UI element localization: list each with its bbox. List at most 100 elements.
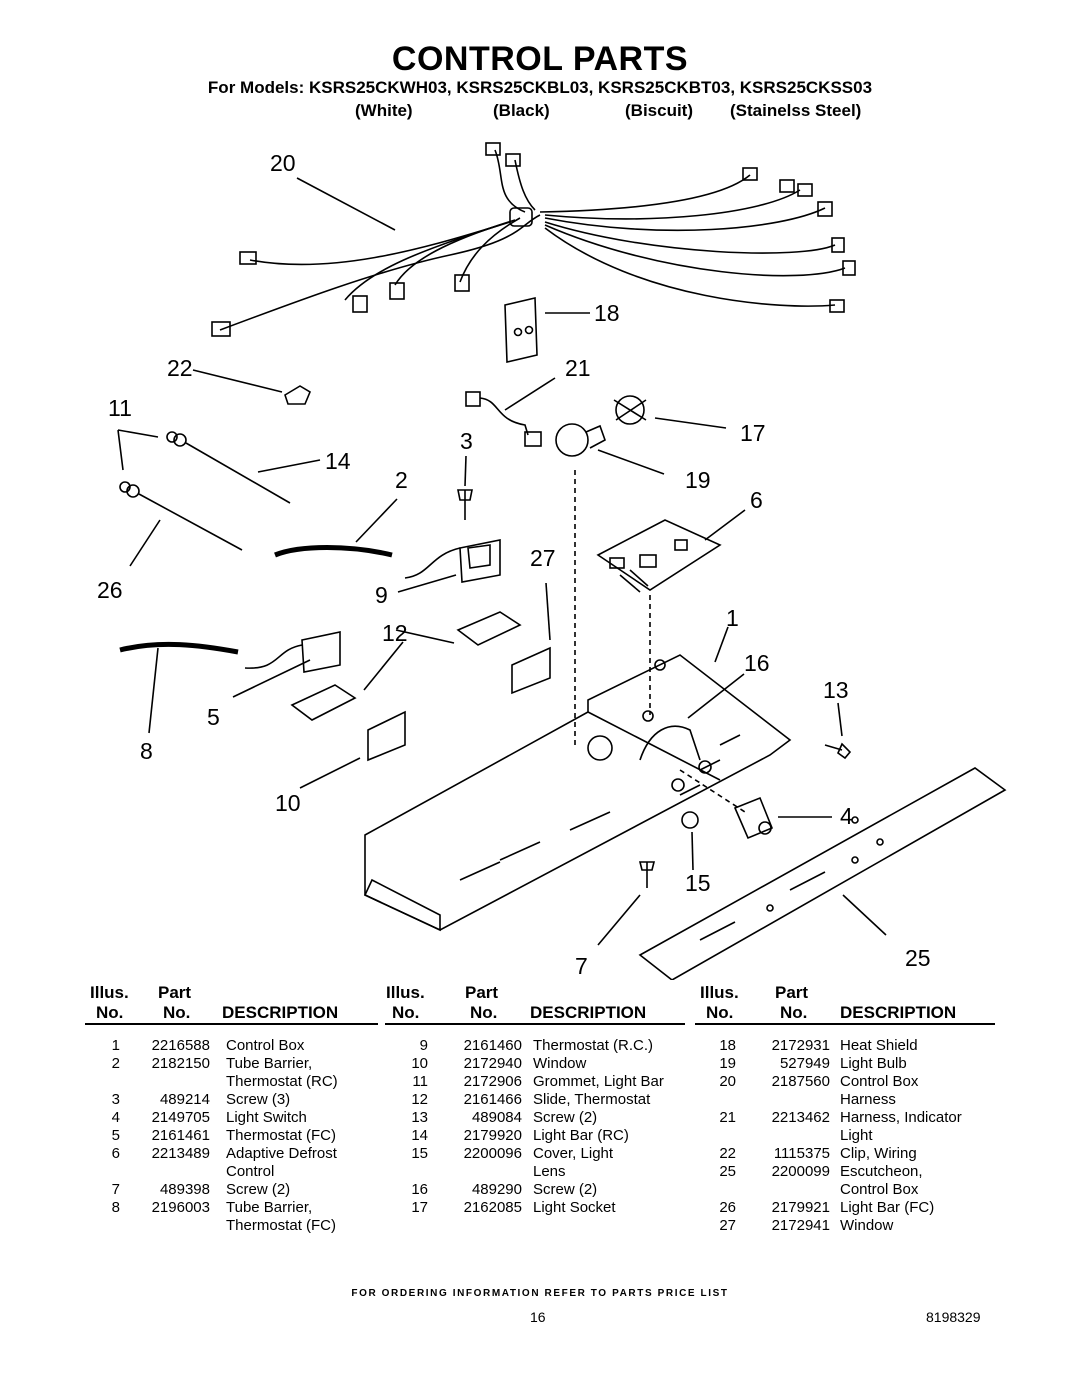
illus-number: 8 <box>111 1199 120 1216</box>
ordering-note: FOR ORDERING INFORMATION REFER TO PARTS … <box>351 1288 729 1299</box>
light-bulb <box>555 423 606 457</box>
callout-19: 19 <box>685 467 711 493</box>
light-socket <box>613 395 647 425</box>
part-number: 2172931 <box>771 1037 830 1054</box>
callout-13: 13 <box>823 677 849 703</box>
part-number: 2196003 <box>151 1199 210 1216</box>
callout-10: 10 <box>275 790 301 816</box>
tube-barrier-fc <box>119 641 239 655</box>
table-rule <box>385 1023 685 1025</box>
col-illus-no: No. <box>96 1003 124 1022</box>
part-number: 2213462 <box>771 1109 830 1126</box>
finish-stainless: (Stainelss Steel) <box>730 101 862 120</box>
control-box-harness <box>211 142 856 337</box>
finish-biscuit: (Biscuit) <box>625 101 693 120</box>
callout-17: 17 <box>740 420 766 446</box>
control-box <box>363 654 792 932</box>
col-part: Part <box>465 983 499 1002</box>
part-description: Light Bar (FC) <box>840 1199 935 1216</box>
thermostat-rc <box>404 539 501 583</box>
part-number: 489084 <box>471 1109 522 1126</box>
part-description: Light Socket <box>533 1199 616 1216</box>
light-lens-cover <box>681 811 699 829</box>
part-description: Thermostat (FC) <box>226 1127 337 1144</box>
part-description: Heat Shield <box>840 1037 918 1054</box>
part-number: 489290 <box>471 1181 522 1198</box>
callout-22: 22 <box>167 355 193 381</box>
col-part: Part <box>775 983 809 1002</box>
part-number: 527949 <box>779 1055 830 1072</box>
illus-number: 13 <box>411 1109 428 1126</box>
part-number: 489398 <box>159 1181 210 1198</box>
screw-13 <box>824 742 852 760</box>
part-number: 2200096 <box>463 1145 522 1162</box>
col-illus-no: No. <box>706 1003 734 1022</box>
part-description: Screw (3) <box>226 1091 291 1108</box>
thermostat-fc <box>244 631 341 673</box>
illus-number: 15 <box>411 1145 428 1162</box>
illus-number: 10 <box>411 1055 428 1072</box>
document-number: 8198329 <box>926 1309 981 1325</box>
callout-5: 5 <box>207 704 220 730</box>
col-part: Part <box>158 983 192 1002</box>
part-description: Grommet, Light Bar <box>533 1073 664 1090</box>
part-number: 2149705 <box>151 1109 210 1126</box>
part-description: Light Switch <box>226 1109 307 1126</box>
part-description: Window <box>840 1217 894 1234</box>
window-10 <box>367 710 406 762</box>
part-number: 2161461 <box>151 1127 210 1144</box>
illus-number: 9 <box>419 1037 428 1054</box>
illus-number: 3 <box>111 1091 120 1108</box>
adaptive-defrost-control <box>596 519 722 593</box>
callout-1: 1 <box>726 605 739 631</box>
callout-15: 15 <box>685 870 711 896</box>
callout-16: 16 <box>744 650 770 676</box>
part-description: Clip, Wiring <box>840 1145 917 1162</box>
part-number: 2182150 <box>151 1055 210 1072</box>
escutcheon-control-box <box>638 767 1007 980</box>
callout-7: 7 <box>575 953 588 979</box>
thermostat-slide-rc <box>456 611 522 646</box>
col-illus: Illus. <box>90 983 129 1002</box>
part-number: 2172941 <box>771 1217 830 1234</box>
light-bar-fc <box>119 481 243 551</box>
light-bar-rc <box>166 431 291 504</box>
callout-9: 9 <box>375 582 388 608</box>
illus-number: 27 <box>719 1217 736 1234</box>
part-description: Window <box>533 1055 587 1072</box>
illus-number: 17 <box>411 1199 428 1216</box>
callout-25: 25 <box>905 945 931 971</box>
part-description: Escutcheon, <box>840 1163 923 1180</box>
part-description: Tube Barrier, <box>226 1199 313 1216</box>
part-description: Screw (2) <box>533 1109 598 1126</box>
indicator-light-harness <box>465 391 542 447</box>
part-number: 1115375 <box>773 1145 830 1162</box>
illus-number: 1 <box>111 1037 120 1054</box>
col-description: DESCRIPTION <box>530 1003 647 1022</box>
callout-21: 21 <box>565 355 591 381</box>
heat-shield <box>504 296 538 364</box>
illus-number: 20 <box>719 1073 736 1090</box>
callout-18: 18 <box>594 300 620 326</box>
illus-number: 14 <box>411 1127 428 1144</box>
part-description: Screw (2) <box>533 1181 598 1198</box>
part-description: Adaptive Defrost <box>226 1145 337 1162</box>
part-number: 2172906 <box>463 1073 522 1090</box>
callout-6: 6 <box>750 487 763 513</box>
light-switch <box>733 796 774 840</box>
part-description: Harness <box>840 1091 896 1108</box>
illus-number: 12 <box>411 1091 428 1108</box>
page-title: CONTROL PARTS <box>391 40 689 78</box>
part-description: Control Box <box>840 1073 919 1090</box>
finish-black: (Black) <box>493 101 550 120</box>
part-description: Thermostat (R.C.) <box>533 1037 654 1054</box>
thermostat-slide-fc <box>290 684 357 721</box>
part-number: 2161460 <box>463 1037 522 1054</box>
part-number: 2179921 <box>771 1199 830 1216</box>
callout-2: 2 <box>395 467 408 493</box>
part-description: Screw (2) <box>226 1181 291 1198</box>
illus-number: 6 <box>111 1145 120 1162</box>
part-description: Slide, Thermostat <box>533 1091 651 1108</box>
part-number: 489214 <box>159 1091 210 1108</box>
part-number: 2172940 <box>463 1055 522 1072</box>
